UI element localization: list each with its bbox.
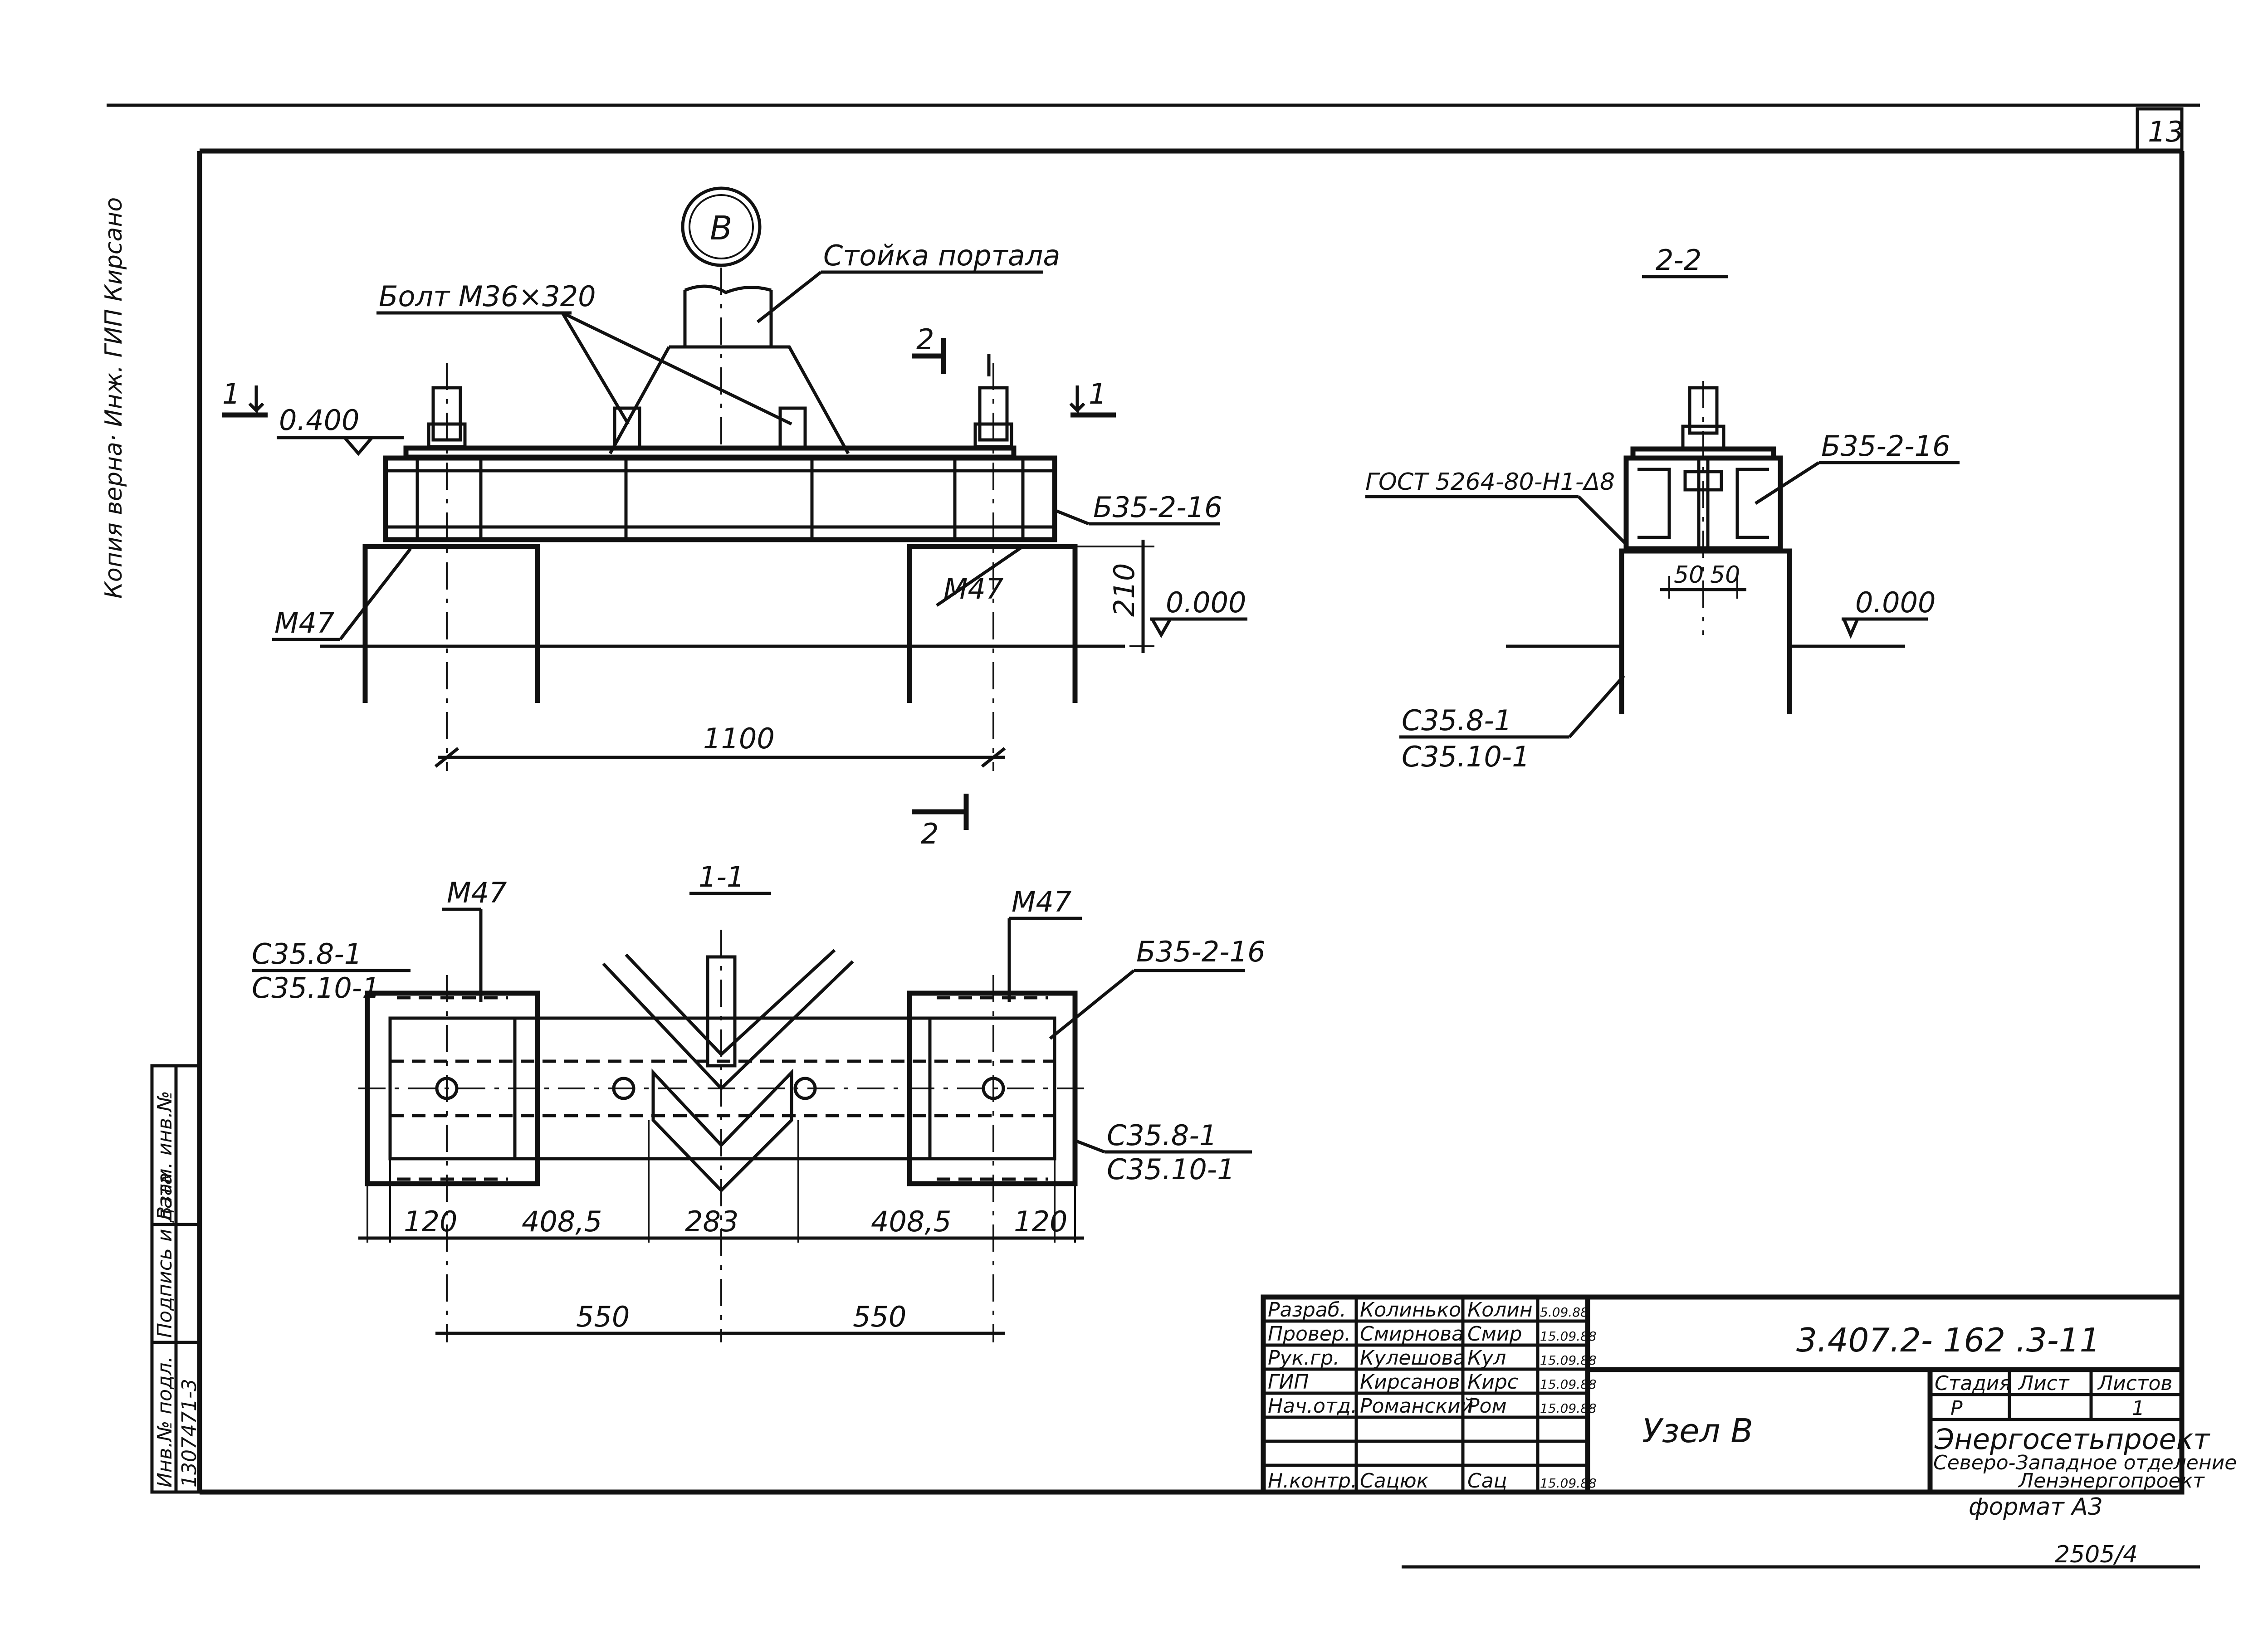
sheet-header: Лист xyxy=(2018,1372,2070,1395)
front-view xyxy=(222,186,1247,830)
section-2-2 xyxy=(1365,275,1960,739)
column-plan-right-label-2: С35.10-1 xyxy=(1107,1153,1235,1186)
tb-role: ГИП xyxy=(1268,1371,1309,1394)
stage-header: Стадия xyxy=(1935,1372,2011,1395)
bolt-label: Болт М36×320 xyxy=(379,280,596,313)
tb-name: Сацюк xyxy=(1360,1469,1429,1493)
sheets-value: 1 xyxy=(2132,1397,2145,1420)
dim-210: 210 xyxy=(1108,563,1141,617)
tb-date: 15.09.88 xyxy=(1540,1401,1597,1416)
tb-name: Колинько xyxy=(1360,1298,1461,1322)
plan-dim-408a: 408,5 xyxy=(522,1205,602,1238)
plan-dim-408b: 408,5 xyxy=(871,1205,952,1238)
side-stamp xyxy=(150,1064,201,1494)
column-left xyxy=(362,544,540,703)
title-block xyxy=(1261,1294,2185,1495)
plan-dim-283: 283 xyxy=(685,1205,738,1238)
tb-sign: Смир xyxy=(1467,1322,1522,1346)
portal-post xyxy=(683,284,773,347)
title-block-rows: Разраб. Колинько Колин 5.09.88 Провер. С… xyxy=(1268,1298,1597,1493)
tb-sign: Колин xyxy=(1467,1298,1533,1322)
side-stamp-col3: Взам. инв.№ xyxy=(153,1091,176,1220)
column-side-label-1: С35.8-1 xyxy=(1402,704,1512,737)
sheets-header: Листов xyxy=(2097,1372,2172,1395)
portal-post-label: Стойка портала xyxy=(823,239,1060,272)
tb-name: Кулешова xyxy=(1360,1346,1466,1370)
column-section xyxy=(1619,548,1792,714)
plan-beam xyxy=(388,1016,1056,1161)
beam-side-label: Б35-2-16 xyxy=(1821,429,1950,463)
tb-sign: Сац xyxy=(1467,1469,1507,1493)
stage-value: Р xyxy=(1950,1397,1963,1420)
post-base-plate xyxy=(608,345,850,454)
section-1-left: 1 xyxy=(222,377,240,410)
section-2-2-title: 2-2 xyxy=(1656,244,1701,277)
org-line-3: Ленэнергопроект xyxy=(2018,1469,2205,1493)
plan-x-plate xyxy=(651,1068,793,1193)
tb-name: Смирнова xyxy=(1360,1322,1464,1346)
tb-date: 15.09.88 xyxy=(1540,1377,1597,1392)
beam-front-label: Б35-2-16 xyxy=(1093,491,1222,524)
tb-sign: Кул xyxy=(1467,1346,1506,1370)
drawing-title: Узел В xyxy=(1642,1412,1753,1450)
node-marker-circle xyxy=(681,186,762,267)
node-marker-letter: В xyxy=(710,209,732,247)
doc-code: 3.407.2- 162 .3-11 xyxy=(1796,1321,2100,1359)
m47-plan-right-label: М47 xyxy=(1012,885,1071,918)
section-1-1-title: 1-1 xyxy=(699,860,744,893)
plan-dim-550a: 550 xyxy=(576,1300,630,1333)
beam-plan-label: Б35-2-16 xyxy=(1136,935,1266,968)
bottom-right-ref: 2505/4 xyxy=(2055,1541,2138,1568)
column-plan-left-label-1: С35.8-1 xyxy=(252,937,362,971)
tb-name: Романский xyxy=(1360,1395,1473,1418)
level-0000-side: 0.000 xyxy=(1855,586,1936,619)
dim-50b: 50 xyxy=(1710,561,1740,589)
column-side-label-2: С35.10-1 xyxy=(1402,740,1530,773)
tb-role: Разраб. xyxy=(1268,1298,1346,1322)
section-1-right: 1 xyxy=(1089,377,1106,410)
section-2-bottom: 2 xyxy=(921,817,938,850)
tb-date: 5.09.88 xyxy=(1540,1305,1589,1320)
plan-1-1 xyxy=(252,892,1252,1342)
section-2-top: 2 xyxy=(916,323,934,356)
org-line-1: Энергосетьпроект xyxy=(1934,1423,2210,1456)
column-right xyxy=(907,544,1078,703)
side-stamp-col1: Инв.№ подл. xyxy=(153,1356,176,1488)
tb-sign: Кирс xyxy=(1467,1371,1518,1394)
page-number-box xyxy=(2136,107,2184,153)
gost-label: ГОСТ 5264-80-Н1-Δ8 xyxy=(1365,468,1615,496)
plan-dim-120a: 120 xyxy=(404,1205,457,1238)
tb-name: Кирсанов xyxy=(1360,1371,1460,1394)
m47-right-label: М47 xyxy=(943,572,1003,605)
tb-date: 15.09.88 xyxy=(1540,1329,1597,1344)
page-number: 13 xyxy=(2148,115,2184,148)
column-plan-right-label-1: С35.8-1 xyxy=(1107,1119,1217,1152)
tb-role: Рук.гр. xyxy=(1268,1346,1339,1370)
side-stamp-col1-value: 1307471-3 xyxy=(178,1379,201,1488)
tb-sign: Ром xyxy=(1467,1395,1507,1418)
tb-date: 15.09.88 xyxy=(1540,1353,1597,1368)
dim-1100: 1100 xyxy=(703,722,775,755)
tb-role: Н.контр. xyxy=(1268,1469,1357,1493)
m47-left-label: М47 xyxy=(274,606,334,639)
level-0000-front: 0.000 xyxy=(1166,586,1246,619)
side-stamp-col2: Подпись и дата xyxy=(153,1173,176,1338)
plan-dim-550b: 550 xyxy=(853,1300,906,1333)
tb-role: Нач.отд. xyxy=(1268,1395,1357,1418)
m47-plan-left-label: М47 xyxy=(447,876,507,909)
sheet-frame xyxy=(107,103,2200,1569)
plan-dim-120b: 120 xyxy=(1014,1205,1067,1238)
dim-50a: 50 xyxy=(1674,561,1704,589)
org-line-2: Северо-Западное отделение xyxy=(1933,1451,2237,1474)
tb-role: Провер. xyxy=(1268,1322,1351,1346)
left-margin-note: Копия верна· Инж. ГИП Кирсано xyxy=(100,197,127,599)
tb-date: 15.09.88 xyxy=(1540,1476,1597,1491)
column-plan-left-label-2: С35.10-1 xyxy=(252,971,380,1005)
beam-front xyxy=(383,455,1057,542)
level-0400: 0.400 xyxy=(279,404,360,437)
format-label: формат А3 xyxy=(1969,1493,2103,1521)
